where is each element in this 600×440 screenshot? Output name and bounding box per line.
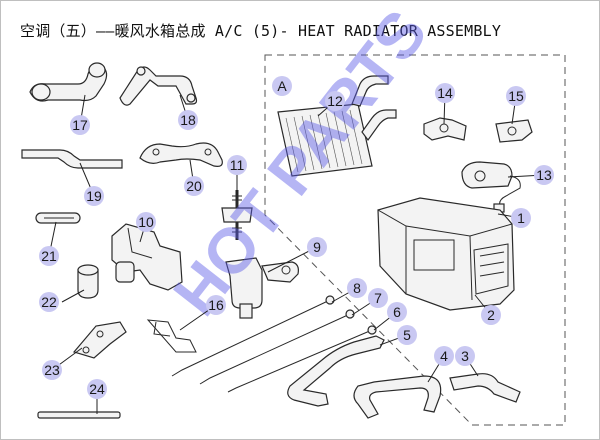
callout-22[interactable]: 22 xyxy=(39,292,59,312)
callout-2[interactable]: 2 xyxy=(481,305,501,325)
svg-text:13: 13 xyxy=(536,167,552,183)
svg-text:1: 1 xyxy=(517,210,525,226)
callout-14[interactable]: 14 xyxy=(435,83,455,103)
part-18-bracket-arm xyxy=(119,66,198,106)
callout-8[interactable]: 8 xyxy=(347,278,367,298)
part-16-cable-bracket xyxy=(146,319,197,353)
part-24-strip xyxy=(37,411,121,419)
svg-text:23: 23 xyxy=(44,362,60,378)
part-12-heater-core xyxy=(277,75,397,177)
svg-text:12: 12 xyxy=(327,93,343,109)
part-5-hose xyxy=(287,335,385,407)
callout-21[interactable]: 21 xyxy=(39,246,59,266)
callout-18[interactable]: 18 xyxy=(178,110,198,130)
part-9-control-valve xyxy=(225,257,299,319)
part-7-cable xyxy=(199,309,355,385)
svg-text:4: 4 xyxy=(440,348,448,364)
callout-13[interactable]: 13 xyxy=(534,165,554,185)
svg-text:18: 18 xyxy=(180,112,196,128)
svg-text:16: 16 xyxy=(208,297,224,313)
svg-text:3: 3 xyxy=(461,348,469,364)
svg-text:11: 11 xyxy=(230,157,245,173)
part-22-grommet xyxy=(77,264,99,299)
svg-text:7: 7 xyxy=(374,290,382,306)
callout-9[interactable]: 9 xyxy=(307,237,327,257)
svg-text:19: 19 xyxy=(86,188,102,204)
part-14-bracket xyxy=(423,117,467,141)
callout-19[interactable]: 19 xyxy=(84,186,104,206)
heater-core-fins xyxy=(285,109,363,173)
page-title: 空调（五）——暖风水箱总成 A/C (5)- HEAT RADIATOR ASS… xyxy=(20,22,502,40)
part-3-hose xyxy=(449,373,521,403)
callout-15[interactable]: 15 xyxy=(506,86,526,106)
svg-text:9: 9 xyxy=(313,239,321,255)
svg-text:10: 10 xyxy=(138,214,154,230)
svg-text:21: 21 xyxy=(41,248,57,264)
svg-text:17: 17 xyxy=(72,117,88,133)
callout-10[interactable]: 10 xyxy=(136,212,156,232)
callout-6[interactable]: 6 xyxy=(387,302,407,322)
callout-23[interactable]: 23 xyxy=(42,360,62,380)
svg-text:24: 24 xyxy=(89,381,105,397)
svg-text:8: 8 xyxy=(353,280,361,296)
svg-text:14: 14 xyxy=(437,85,453,101)
callout-11[interactable]: 11 xyxy=(227,155,247,175)
assembly-group-boundary xyxy=(264,54,566,426)
callout-16[interactable]: 16 xyxy=(206,295,226,315)
svg-text:A: A xyxy=(277,78,287,94)
svg-text:15: 15 xyxy=(508,88,524,104)
part-13-actuator xyxy=(461,161,521,213)
callout-4[interactable]: 4 xyxy=(434,346,454,366)
group-label-a: A xyxy=(272,76,292,96)
callout-1[interactable]: 1 xyxy=(511,208,531,228)
part-1-heater-housing xyxy=(377,197,515,311)
callout-24[interactable]: 24 xyxy=(87,379,107,399)
part-11-stud-bolt xyxy=(221,190,253,240)
svg-text:5: 5 xyxy=(403,327,411,343)
part-21-clip xyxy=(35,212,81,224)
svg-text:20: 20 xyxy=(186,178,202,194)
part-23-bracket-plate xyxy=(72,321,127,359)
part-19-hose xyxy=(21,149,123,169)
callout-7[interactable]: 7 xyxy=(368,288,388,308)
callout-3[interactable]: 3 xyxy=(455,346,475,366)
part-15-plate-bracket xyxy=(495,119,533,143)
callout-17[interactable]: 17 xyxy=(70,115,90,135)
svg-text:22: 22 xyxy=(41,294,57,310)
part-6-cable xyxy=(227,325,377,393)
part-4-hose xyxy=(353,375,442,419)
part-17-pipe-elbow xyxy=(29,62,108,102)
callout-20[interactable]: 20 xyxy=(184,176,204,196)
callout-12[interactable]: 12 xyxy=(325,91,345,111)
svg-text:6: 6 xyxy=(393,304,401,320)
svg-text:2: 2 xyxy=(487,307,495,323)
part-20-curved-bracket xyxy=(139,142,223,167)
callout-5[interactable]: 5 xyxy=(397,325,417,345)
